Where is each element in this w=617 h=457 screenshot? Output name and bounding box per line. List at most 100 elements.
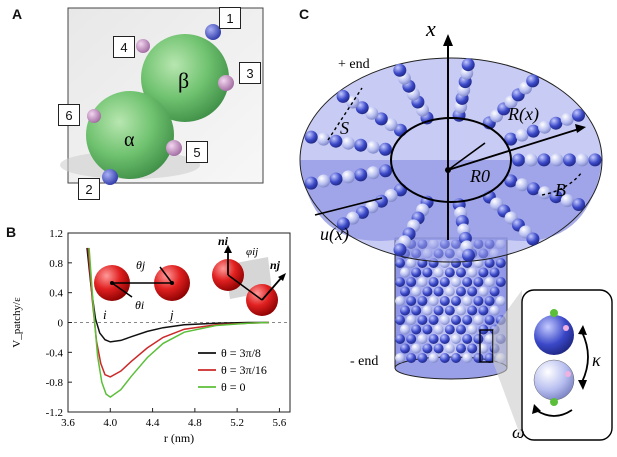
tube-bead xyxy=(456,305,466,316)
rim-bead xyxy=(393,243,407,257)
rim-bead xyxy=(329,172,343,186)
rim-bead xyxy=(384,118,398,132)
label-phi-ij: φij xyxy=(246,246,258,258)
tube-bead xyxy=(422,286,433,297)
rim-bead xyxy=(588,153,602,167)
tube-bead xyxy=(467,286,478,297)
tube-bead xyxy=(478,305,489,316)
patch-label-1: 1 xyxy=(219,7,241,29)
y-tick-label: -0.4 xyxy=(46,347,64,359)
arrow-nj xyxy=(278,273,286,281)
rim-bead xyxy=(560,194,574,208)
rim-bead xyxy=(379,164,392,178)
orientation-i xyxy=(111,282,133,298)
rim-bead xyxy=(346,211,360,225)
label-r0: R0 xyxy=(469,166,490,186)
rim-bead xyxy=(515,128,529,142)
tube-bead xyxy=(467,267,478,278)
tube-bead xyxy=(395,258,405,268)
label-x: x xyxy=(425,16,436,41)
tube-bead xyxy=(400,286,410,297)
patch-label-3: 3 xyxy=(239,62,261,84)
rim-bead xyxy=(355,205,369,219)
tube-bead xyxy=(444,324,455,335)
legend-label-0: θ = 3π/8 xyxy=(221,346,261,360)
dimer-bottom-bead xyxy=(533,359,575,401)
rim-bead xyxy=(366,140,380,154)
tube-bead xyxy=(451,315,461,325)
tube-bead xyxy=(473,353,484,363)
tube-bead xyxy=(417,334,428,344)
tube-bead xyxy=(489,305,500,316)
rim-bead xyxy=(354,138,368,152)
label-j: j xyxy=(168,307,174,322)
patch-side-top xyxy=(563,325,569,331)
rim-bead xyxy=(366,166,380,180)
s-dashed-arrow xyxy=(327,87,363,141)
tube-bead xyxy=(478,267,489,278)
rim-beads xyxy=(304,58,602,262)
patch-bottom xyxy=(550,398,558,406)
tube-bead xyxy=(406,296,417,306)
inset-pair-ij: i j θi θj xyxy=(94,258,190,322)
x-arrowhead xyxy=(443,34,453,46)
patch-label-2: 2 xyxy=(78,178,100,200)
tube-bead xyxy=(467,343,478,354)
label-i: i xyxy=(103,307,107,322)
series-group xyxy=(86,247,269,399)
tube-bead xyxy=(451,277,461,287)
patch-3 xyxy=(218,75,234,91)
dimer-top-bead xyxy=(534,315,574,355)
label-n-i: ni xyxy=(218,234,229,248)
tube-bead xyxy=(439,277,450,287)
tube-bead xyxy=(395,296,405,306)
label-ux: u(x) xyxy=(320,224,349,245)
kappa-head-bottom xyxy=(578,380,587,390)
rim-bead xyxy=(549,116,563,130)
tube-bead xyxy=(495,258,506,268)
tube-bead xyxy=(456,343,466,354)
tube-bead xyxy=(411,267,422,278)
rx-arrowhead xyxy=(575,124,586,133)
rim-bead xyxy=(515,178,529,192)
tube-bead xyxy=(473,315,484,325)
label-n-j: nj xyxy=(270,258,281,272)
label-theta-j: θj xyxy=(136,258,146,272)
tube-bead xyxy=(417,353,428,363)
tube-bead xyxy=(411,343,422,354)
tube-bead xyxy=(395,353,405,363)
panel-c-letter: C xyxy=(299,6,310,22)
x-tick-label: 4.8 xyxy=(188,417,202,429)
rim-bead xyxy=(526,232,540,246)
rim-bead xyxy=(341,170,355,184)
tube-bead xyxy=(411,324,422,335)
y-axis-label: V_patchy/ε xyxy=(11,297,23,348)
label-rx: R(x) xyxy=(507,104,539,125)
x-tick-label: 4.4 xyxy=(146,417,160,429)
rim-bead xyxy=(365,106,379,120)
label-omega: ω xyxy=(512,422,525,442)
center-j xyxy=(170,281,174,285)
tube-bead xyxy=(462,315,473,325)
tube-bead xyxy=(417,315,428,325)
rim-bead xyxy=(461,58,475,72)
tube-bead xyxy=(428,277,439,287)
kappa-arrow xyxy=(581,331,589,383)
rim-bead xyxy=(384,189,398,202)
tube-bead xyxy=(473,334,484,344)
tube-bead xyxy=(406,334,417,344)
tube-bead xyxy=(400,267,410,278)
tube-bead xyxy=(451,296,461,306)
tube-bead xyxy=(462,296,473,306)
tube-bead xyxy=(478,343,489,354)
tube-bead xyxy=(489,286,500,297)
patch-1 xyxy=(205,24,221,40)
tube-bead xyxy=(456,324,466,335)
tube-bead xyxy=(484,258,495,268)
label-s: S xyxy=(340,118,349,138)
tube-bead xyxy=(428,315,439,325)
rim-bead xyxy=(563,153,576,167)
tube-bead xyxy=(495,277,506,287)
tube-bead xyxy=(422,343,433,354)
tube-bead xyxy=(395,334,405,344)
